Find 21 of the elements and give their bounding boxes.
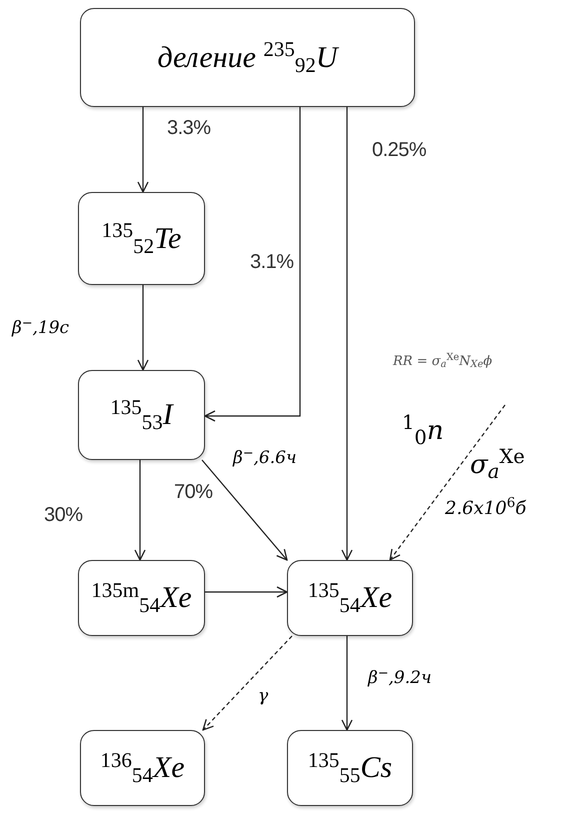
arrow xyxy=(202,460,288,561)
nuclide-box xyxy=(287,560,413,636)
arrow xyxy=(341,107,353,561)
edge-label: β$^{−}$,19с xyxy=(10,320,72,337)
arrow xyxy=(137,107,149,193)
arrow xyxy=(204,107,301,422)
nuclide-box xyxy=(287,730,413,806)
arrow xyxy=(134,460,146,561)
nuclide-box xyxy=(80,730,205,806)
arrow xyxy=(202,636,292,731)
nuclide-label: деление $^{235}$$_{92}$U xyxy=(157,42,338,72)
nuclide-box xyxy=(78,560,205,636)
formula-label: β$^{−}$,6.6ч xyxy=(233,450,297,467)
arrow xyxy=(137,285,149,371)
nuclide-box xyxy=(78,370,205,460)
arrow xyxy=(389,404,506,561)
arrow xyxy=(341,636,353,731)
nuclide-box xyxy=(80,8,415,107)
formula-label: RR = σ$_{a}$$^{Xe}$N$_{Xe}$ϕ xyxy=(393,355,492,368)
nuclide-box xyxy=(78,192,205,285)
arrow xyxy=(205,586,288,598)
